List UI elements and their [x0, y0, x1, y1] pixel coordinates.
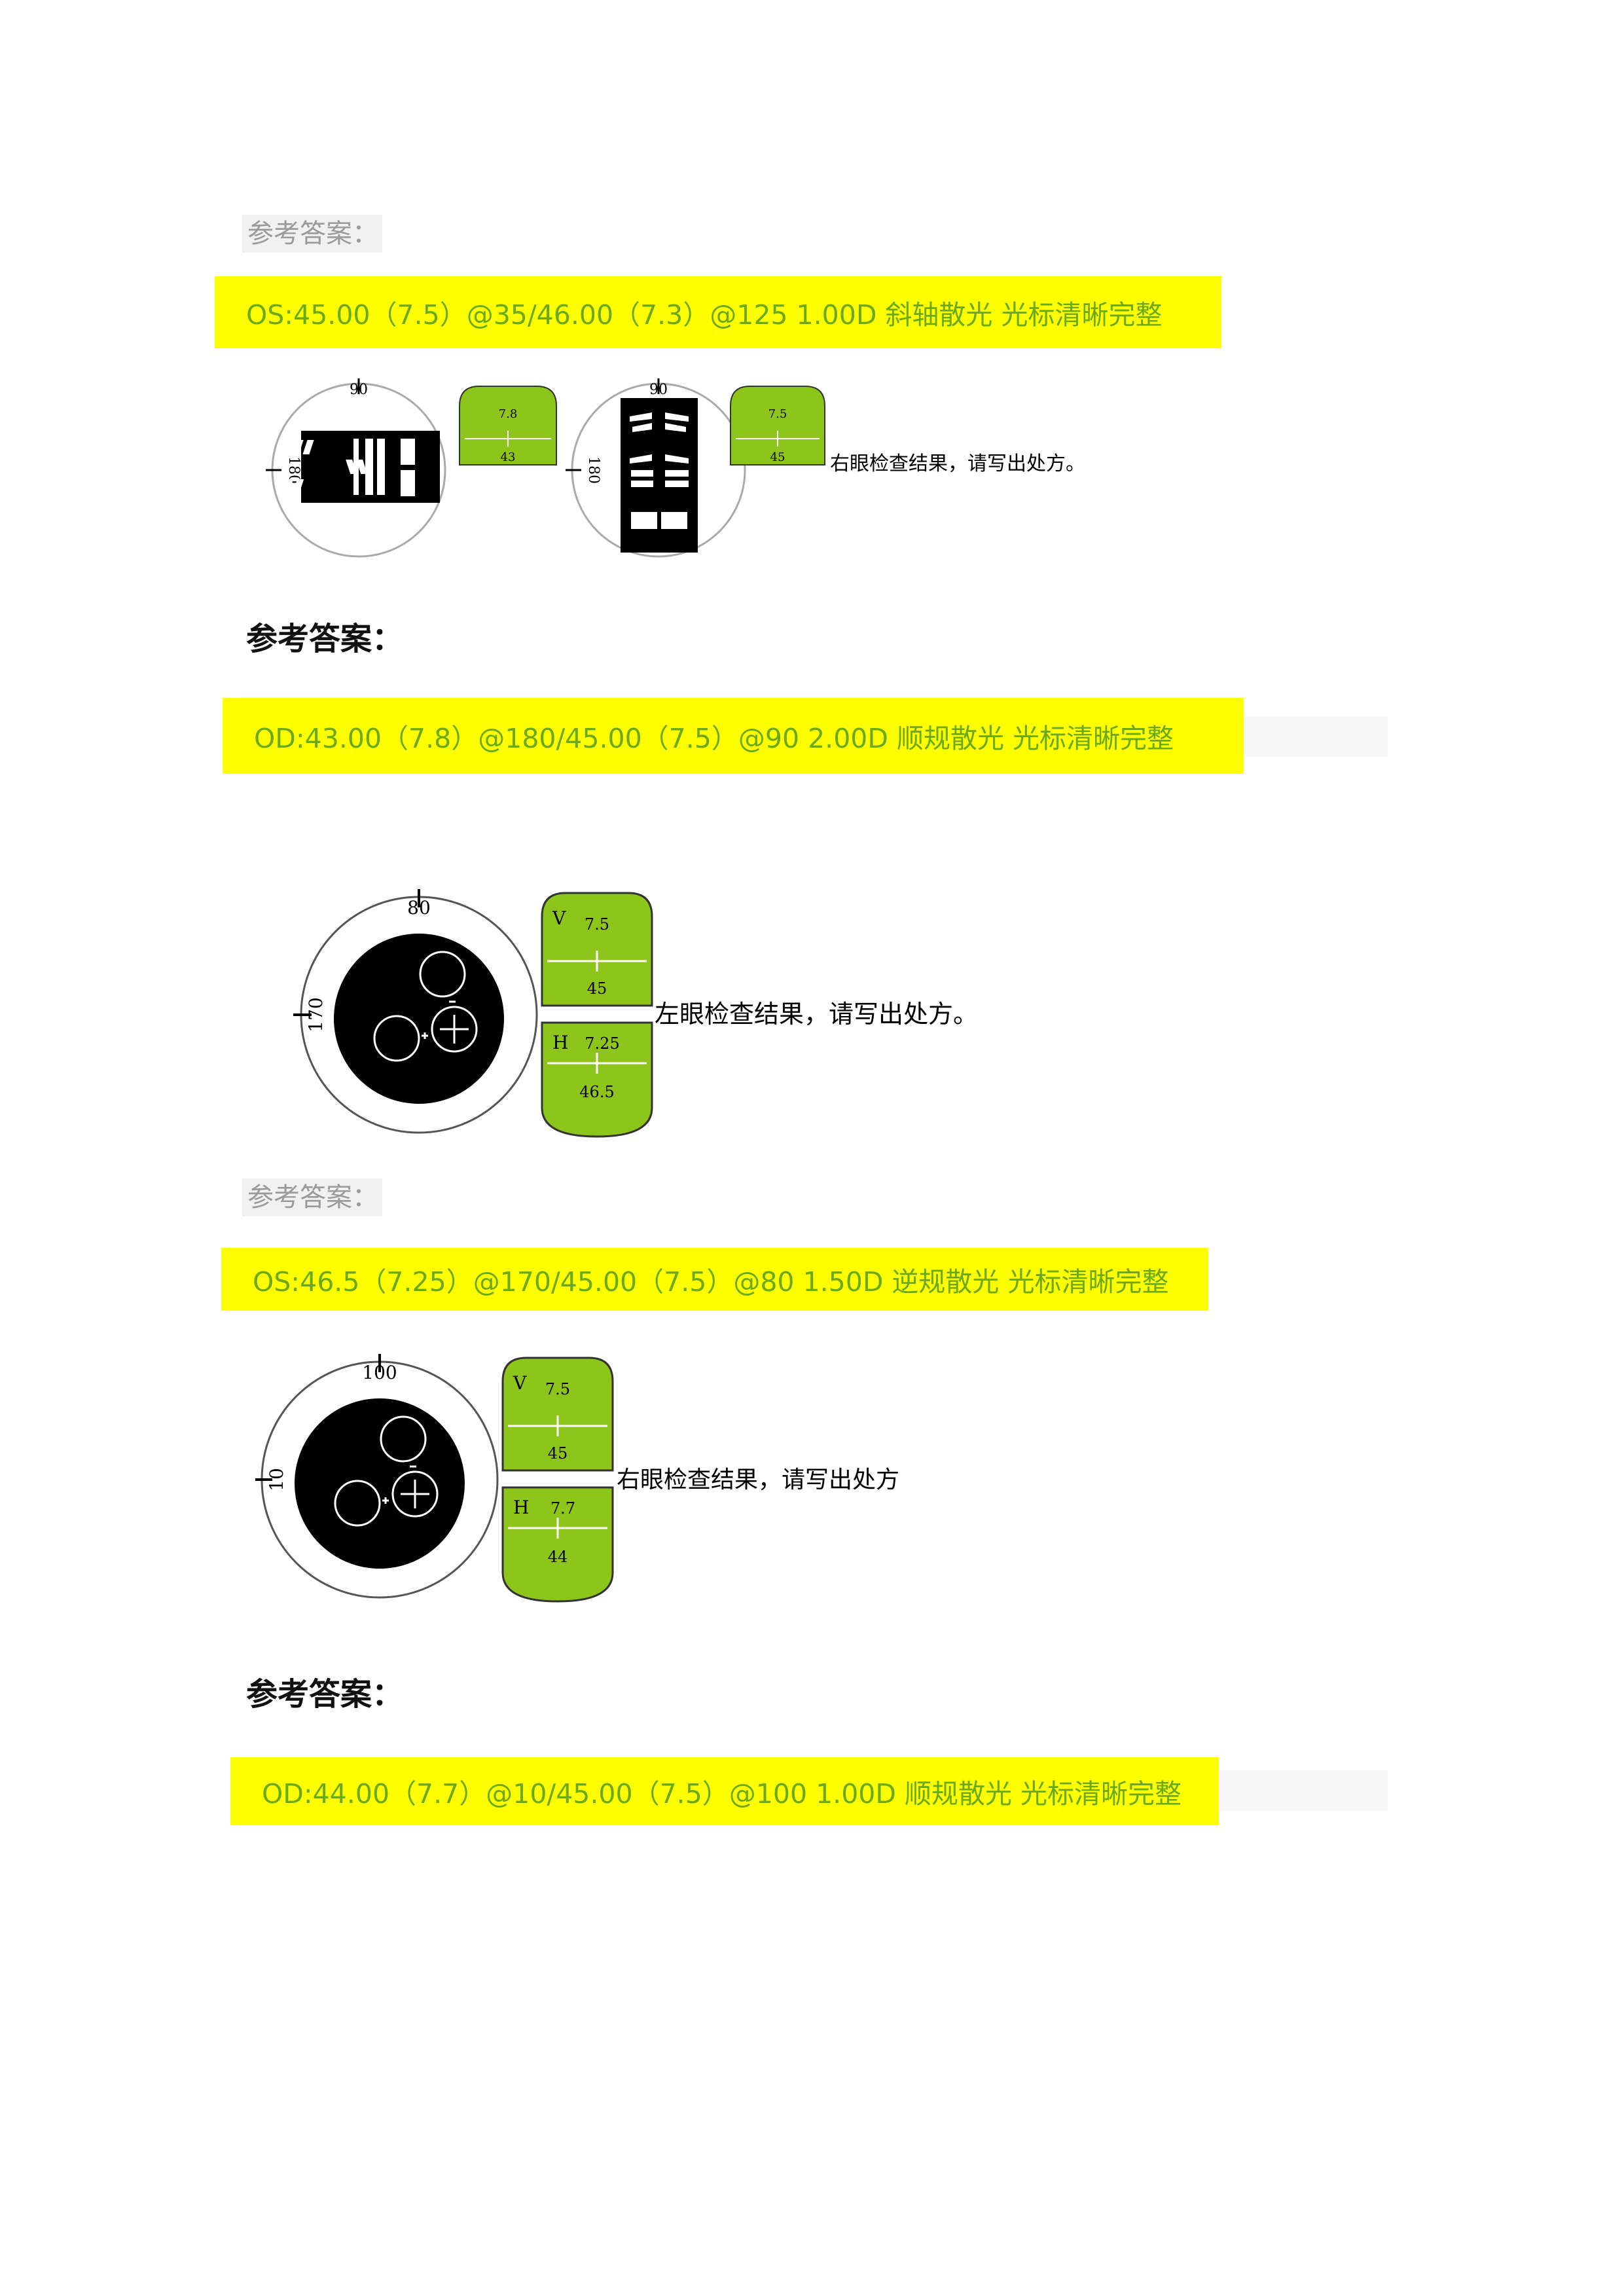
faint-background-strip — [1244, 716, 1388, 757]
axis-label-left: 10 — [266, 1468, 287, 1491]
bar-target-top — [630, 412, 689, 432]
keratometer-dial: 90 180 — [266, 378, 446, 558]
mire-label-horizontal: H 7.7 44 — [501, 1486, 614, 1603]
reference-answer-label: 参考答案： — [246, 621, 404, 657]
axis-label-top: 80 — [407, 897, 431, 919]
mire-top-value: 7.25 — [585, 1034, 619, 1053]
figure-caption: 左眼检查结果，请写出处方。 — [655, 1000, 978, 1029]
answer-highlight: OD:43.00（7.8）@180/45.00（7.5）@90 2.00D 顺规… — [223, 698, 1244, 774]
axis-label-top: 100 — [362, 1362, 397, 1383]
mire-top-value: 7.7 — [550, 1499, 575, 1518]
reference-answer-label: 参考答案： — [242, 215, 382, 253]
reference-answer-label: 参考答案： — [242, 1178, 382, 1216]
mire-label-vertical: V 7.5 45 — [501, 1357, 614, 1472]
mire-label-horizontal: H 7.25 46.5 — [541, 1021, 653, 1138]
mire-top-value: 7.5 — [545, 1380, 570, 1398]
mire-bottom-value: 43 — [501, 450, 516, 464]
bar-target-middle — [630, 454, 689, 487]
faint-background-strip — [1218, 1770, 1388, 1811]
answer-highlight: OD:44.00（7.7）@10/45.00（7.5）@100 1.00D 顺规… — [230, 1757, 1219, 1825]
axis-label-top: 90 — [649, 382, 668, 398]
mire-axis-letter: H — [513, 1497, 529, 1518]
mire-label-vertical: V 7.5 45 — [541, 892, 653, 1007]
mire-bottom-value: 46.5 — [579, 1083, 614, 1101]
keratometer-dial: 90 180 — [566, 378, 746, 558]
bar-target-right — [401, 439, 415, 496]
mire-label: 7.8 43 — [459, 386, 557, 465]
mire-label: 7.5 45 — [730, 386, 825, 465]
mire-top-value: 7.5 — [768, 407, 787, 421]
axis-label-left: 180 — [585, 456, 602, 484]
axis-label-top: 90 — [350, 382, 368, 398]
figure-caption: 右眼检查结果，请写出处方。 — [830, 452, 1085, 475]
axis-label-left: 170 — [305, 997, 327, 1032]
mire-axis-letter: H — [552, 1032, 568, 1053]
answer-highlight: OS:46.5（7.25）@170/45.00（7.5）@80 1.50D 逆规… — [221, 1248, 1208, 1311]
keratometer-dial: 80 170 — [293, 889, 538, 1134]
mire-top-value: 7.8 — [499, 407, 518, 421]
keratometer-figure-3: 100 10 V 7.5 45 H 7.7 44 右眼检查结果，请写出处方 — [255, 1354, 899, 1603]
mire-axis-letter: V — [552, 907, 566, 929]
keratometer-figure-1: 90 180 7.8 43 90 — [266, 378, 1085, 558]
bar-target-middle — [353, 439, 385, 495]
mire-bottom-value: 45 — [587, 979, 607, 998]
keratometer-figure-2: 80 170 V 7.5 45 H 7.25 46.5 左眼检查结果，请写出处方… — [293, 889, 978, 1138]
keratometer-dial: 100 10 — [255, 1354, 499, 1599]
reference-answer-label: 参考答案： — [246, 1676, 404, 1713]
mire-bottom-value: 44 — [548, 1548, 568, 1566]
mire-bottom-value: 45 — [770, 450, 785, 464]
mire-axis-letter: V — [513, 1372, 527, 1394]
bar-target-bottom — [631, 512, 687, 529]
answer-highlight: OS:45.00（7.5）@35/46.00（7.3）@125 1.00D 斜轴… — [215, 276, 1221, 348]
mire-bottom-value: 45 — [548, 1444, 568, 1463]
figure-caption: 右眼检查结果，请写出处方 — [617, 1467, 899, 1493]
mire-top-value: 7.5 — [585, 915, 609, 934]
